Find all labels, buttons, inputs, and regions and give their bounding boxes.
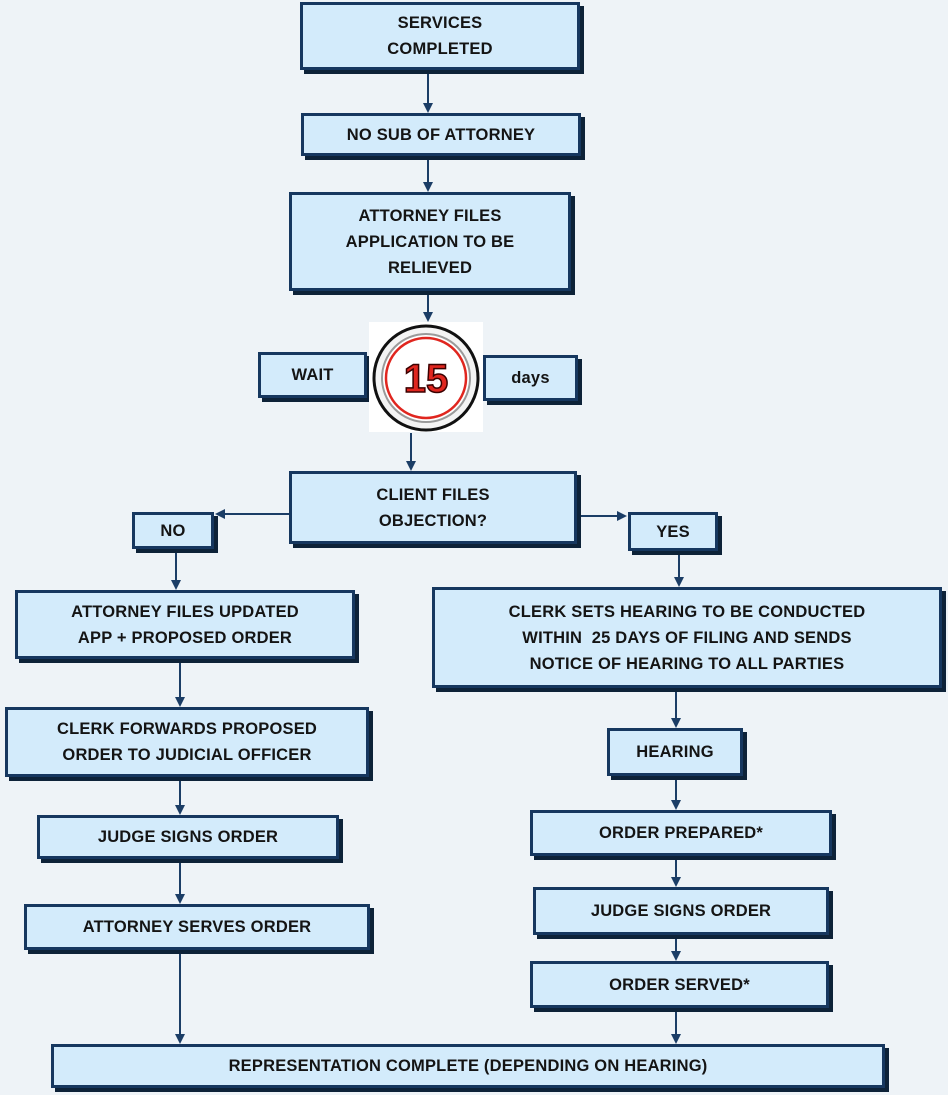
days-box: days — [483, 355, 578, 401]
judge-signs-order-right-box: JUDGE SIGNS ORDER — [533, 887, 829, 935]
judge-signs-order-left-box: JUDGE SIGNS ORDER — [37, 815, 339, 859]
attorney-files-updated-box: ATTORNEY FILES UPDATED APP + PROPOSED OR… — [15, 590, 355, 659]
fifteen-days-badge: 15 — [369, 322, 483, 432]
representation-complete-text: REPRESENTATION COMPLETE (DEPENDING ON HE… — [228, 1057, 708, 1075]
days-count-text: 15 — [404, 357, 449, 401]
client-objection-text: CLIENT FILES OBJECTION? — [376, 485, 490, 530]
order-served-box: ORDER SERVED* — [530, 961, 829, 1008]
judge-signs-right-text: JUDGE SIGNS ORDER — [590, 902, 772, 920]
attorney-files-application-box: ATTORNEY FILES APPLICATION TO BE RELIEVE… — [289, 192, 571, 291]
no-sub-of-attorney-box: NO SUB OF ATTORNEY — [301, 113, 581, 156]
clerk-sets-hearing-text: CLERK SETS HEARING TO BE CONDUCTED WITHI… — [508, 602, 866, 673]
attorney-serves-order-box: ATTORNEY SERVES ORDER — [24, 904, 370, 950]
clerk-sets-hearing-box: CLERK SETS HEARING TO BE CONDUCTED WITHI… — [432, 587, 942, 688]
yes-text: YES — [656, 522, 690, 541]
client-files-objection-box: CLIENT FILES OBJECTION? — [289, 471, 577, 544]
order-prepared-box: ORDER PREPARED* — [530, 810, 832, 856]
order-served-text: ORDER SERVED* — [609, 975, 750, 994]
services-completed-text: SERVICES COMPLETED — [387, 14, 493, 58]
judge-signs-left-text: JUDGE SIGNS ORDER — [97, 828, 279, 846]
wait-text: WAIT — [291, 366, 334, 384]
stopwatch-badge-icon: 15 — [372, 324, 480, 432]
attorney-files-updated-text: ATTORNEY FILES UPDATED APP + PROPOSED OR… — [71, 602, 299, 647]
wait-box: WAIT — [258, 352, 367, 398]
order-prepared-text: ORDER PREPARED* — [598, 824, 764, 842]
no-text: NO — [160, 521, 186, 540]
hearing-box: HEARING — [607, 728, 743, 776]
representation-complete-box: REPRESENTATION COMPLETE (DEPENDING ON HE… — [51, 1044, 885, 1088]
clerk-forwards-text: CLERK FORWARDS PROPOSED ORDER TO JUDICIA… — [56, 720, 318, 764]
no-sub-text: NO SUB OF ATTORNEY — [346, 125, 536, 144]
attorney-serves-text: ATTORNEY SERVES ORDER — [82, 918, 312, 936]
hearing-text: HEARING — [636, 743, 714, 761]
attorney-files-application-text: ATTORNEY FILES APPLICATION TO BE RELIEVE… — [345, 206, 515, 277]
yes-box: YES — [628, 512, 718, 551]
days-text: days — [511, 369, 550, 387]
services-completed-box: SERVICES COMPLETED — [300, 2, 580, 70]
clerk-forwards-box: CLERK FORWARDS PROPOSED ORDER TO JUDICIA… — [5, 707, 369, 777]
no-box: NO — [132, 512, 214, 549]
